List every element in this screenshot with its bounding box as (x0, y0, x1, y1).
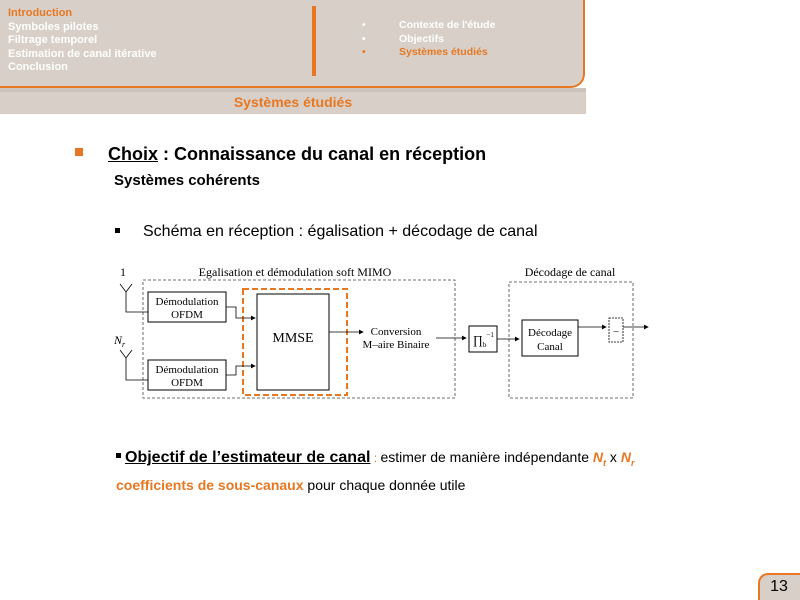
conversion-label2: M–aire Binaire (363, 339, 430, 351)
mmse-highlight-box (242, 288, 348, 396)
section-bar: Systèmes étudiés (0, 92, 586, 114)
bullet-choix: Choix : Connaissance du canal en récepti… (108, 144, 487, 164)
subsection-nav: •Contexte de l'étude •Objectifs •Système… (362, 19, 495, 60)
decoder-label2: Canal (537, 341, 563, 353)
outline-item-filtrage-temporel[interactable]: Filtrage temporel (8, 34, 98, 46)
decoder-group-label: Décodage de canal (525, 265, 616, 279)
antenna-top-icon (119, 283, 148, 313)
header-panel: Introduction Symboles pilotes Filtrage t… (0, 0, 585, 88)
equalizer-group-box (142, 279, 456, 399)
antenna-top-label: 1 (120, 265, 126, 279)
section-title: Systèmes étudiés (233, 94, 353, 110)
decoder-group-box (508, 281, 634, 399)
decision-box (608, 317, 624, 343)
arrow-demod2-mmse (226, 363, 256, 376)
demod-ofdm-1-box (147, 291, 227, 323)
bullet-schema: Schéma en réception : égalisation + déco… (143, 223, 538, 240)
demod-ofdm-1-label1: Démodulation (156, 296, 219, 308)
demod-ofdm-1-label2: OFDM (171, 309, 203, 321)
outline-item-introduction[interactable]: Introduction (8, 7, 73, 19)
page-number-box: 13 (758, 573, 800, 600)
bullet-small-square-icon (115, 228, 120, 233)
mmse-label: MMSE (272, 331, 313, 346)
outline-nav: Introduction Symboles pilotes Filtrage t… (8, 7, 157, 75)
bullet-icon: • (362, 46, 366, 58)
bullet-icon: • (362, 32, 366, 45)
header-shadow (0, 88, 586, 92)
decoder-box (521, 319, 579, 357)
header-divider (312, 6, 316, 76)
objective-bullet: Objectif de l’estimateur de canal : esti… (116, 449, 635, 493)
demod-ofdm-2-label1: Démodulation (156, 364, 219, 376)
page-number: 13 (770, 578, 788, 595)
conversion-label1: Conversion (371, 326, 422, 338)
subnav-item-systemes[interactable]: •Systèmes étudiés (362, 46, 488, 58)
outline-item-conclusion[interactable]: Conclusion (8, 61, 68, 73)
outline-item-symboles-pilotes[interactable]: Symboles pilotes (8, 20, 99, 33)
deinterleaver-box (468, 325, 498, 353)
subnav-item-contexte[interactable]: •Contexte de l'étude (362, 19, 496, 31)
arrow-demod1-mmse (226, 306, 256, 321)
demod-ofdm-2-label2: OFDM (171, 377, 203, 389)
bullet-square-icon (75, 148, 83, 156)
objective-highlight: coefficients de sous-canaux (116, 476, 304, 493)
subnav-item-objectifs[interactable]: •Objectifs (362, 32, 444, 45)
mmse-box (256, 293, 330, 391)
bullet-choix-sub: Systèmes cohérents (114, 172, 260, 189)
decoder-label1: Décodage (528, 327, 572, 339)
receiver-block-diagram: Egalisation et démodulation soft MIMO Dé… (113, 265, 649, 399)
equalizer-group-label: Egalisation et démodulation soft MIMO (199, 265, 392, 279)
antenna-bottom-label: Nr (113, 333, 126, 349)
bullet-small-square-icon (116, 453, 121, 458)
deinterleaver-label: ∏b−1 (473, 331, 494, 349)
outline-item-estimation[interactable]: Estimation de canal itérative (8, 47, 157, 60)
antenna-bottom-icon (119, 349, 148, 381)
objective-lead: Objectif de l’estimateur de canal (125, 449, 371, 466)
decision-label: ‒ (613, 326, 620, 337)
bullet-icon: • (362, 19, 366, 31)
demod-ofdm-2-box (147, 359, 227, 391)
